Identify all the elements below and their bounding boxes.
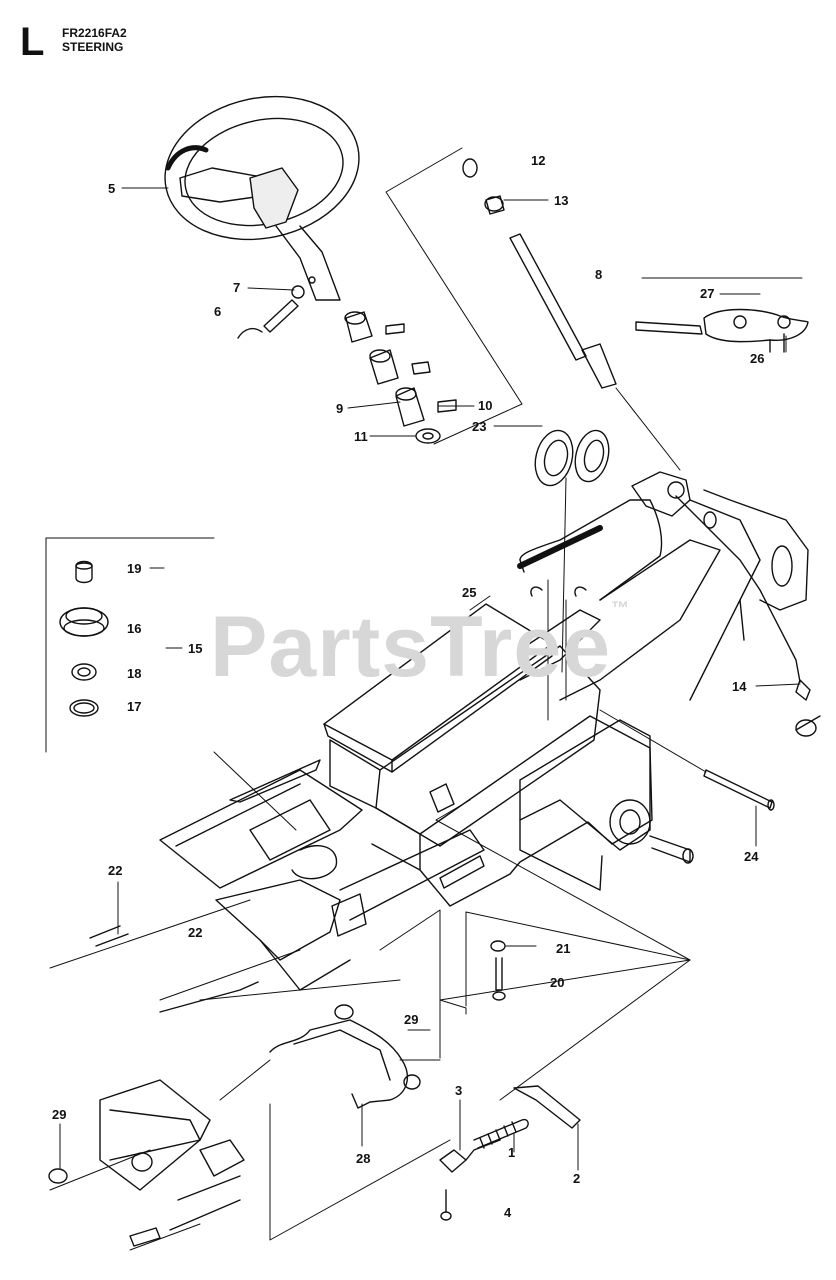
callout-29-right[interactable]: 29 bbox=[404, 1012, 419, 1027]
steering-pivot-parts bbox=[469, 579, 587, 721]
callout-23[interactable]: 23 bbox=[472, 419, 487, 434]
axle-support-bracket bbox=[219, 999, 441, 1109]
callout-15[interactable]: 15 bbox=[188, 641, 203, 656]
group-box-20 bbox=[465, 911, 691, 1007]
callout-16[interactable]: 16 bbox=[127, 621, 142, 636]
watermark: PartsTree™ bbox=[210, 598, 630, 697]
tie-rod-assembly bbox=[635, 277, 809, 353]
steering-wheel bbox=[164, 95, 360, 301]
callout-28[interactable]: 28 bbox=[356, 1151, 371, 1166]
callout-21[interactable]: 21 bbox=[556, 941, 571, 956]
pedal-linkage bbox=[439, 959, 691, 1221]
callout-8[interactable]: 8 bbox=[595, 267, 603, 282]
model-number: FR2216FA2 bbox=[62, 26, 127, 40]
drag-link-rods bbox=[49, 751, 691, 1015]
callout-2[interactable]: 2 bbox=[573, 1171, 581, 1186]
watermark-text: PartsTree bbox=[210, 599, 612, 695]
callout-17[interactable]: 17 bbox=[127, 699, 142, 714]
callout-12[interactable]: 12 bbox=[531, 153, 546, 168]
callout-26[interactable]: 26 bbox=[750, 351, 765, 366]
callout-25[interactable]: 25 bbox=[462, 585, 477, 600]
steering-column-parts bbox=[237, 276, 457, 444]
callout-11[interactable]: 11 bbox=[354, 429, 368, 444]
rod-24 bbox=[599, 709, 775, 811]
callout-1[interactable]: 1 bbox=[508, 1145, 516, 1160]
steering-shaft bbox=[462, 158, 681, 471]
diagram-title: STEERING bbox=[62, 40, 124, 54]
steering-gears bbox=[534, 429, 610, 673]
callout-22-upper[interactable]: 22 bbox=[108, 863, 123, 878]
callout-13[interactable]: 13 bbox=[554, 193, 569, 208]
callout-6[interactable]: 6 bbox=[214, 304, 222, 319]
section-letter: L bbox=[20, 20, 45, 64]
callout-19[interactable]: 19 bbox=[127, 561, 142, 576]
callout-9[interactable]: 9 bbox=[336, 401, 344, 416]
callout-3[interactable]: 3 bbox=[455, 1083, 463, 1098]
callout-10[interactable]: 10 bbox=[478, 398, 493, 413]
callout-27[interactable]: 27 bbox=[700, 286, 715, 301]
callout-24[interactable]: 24 bbox=[744, 849, 759, 864]
callout-20[interactable]: 20 bbox=[550, 975, 565, 990]
leader-lines bbox=[59, 187, 801, 1171]
watermark-tm: ™ bbox=[611, 598, 631, 618]
callout-14[interactable]: 14 bbox=[732, 679, 747, 694]
lower-axle-assembly bbox=[48, 979, 451, 1251]
chassis-frame bbox=[159, 603, 694, 991]
callout-29-left[interactable]: 29 bbox=[52, 1107, 67, 1122]
callout-18[interactable]: 18 bbox=[127, 666, 142, 681]
group-outline-column bbox=[385, 147, 523, 445]
callout-5[interactable]: 5 bbox=[108, 181, 116, 196]
steering-sector-arm bbox=[517, 471, 821, 737]
callout-22-lower[interactable]: 22 bbox=[188, 925, 203, 940]
callout-7[interactable]: 7 bbox=[233, 280, 241, 295]
callout-4[interactable]: 4 bbox=[504, 1205, 512, 1220]
group-box-15 bbox=[45, 537, 215, 753]
